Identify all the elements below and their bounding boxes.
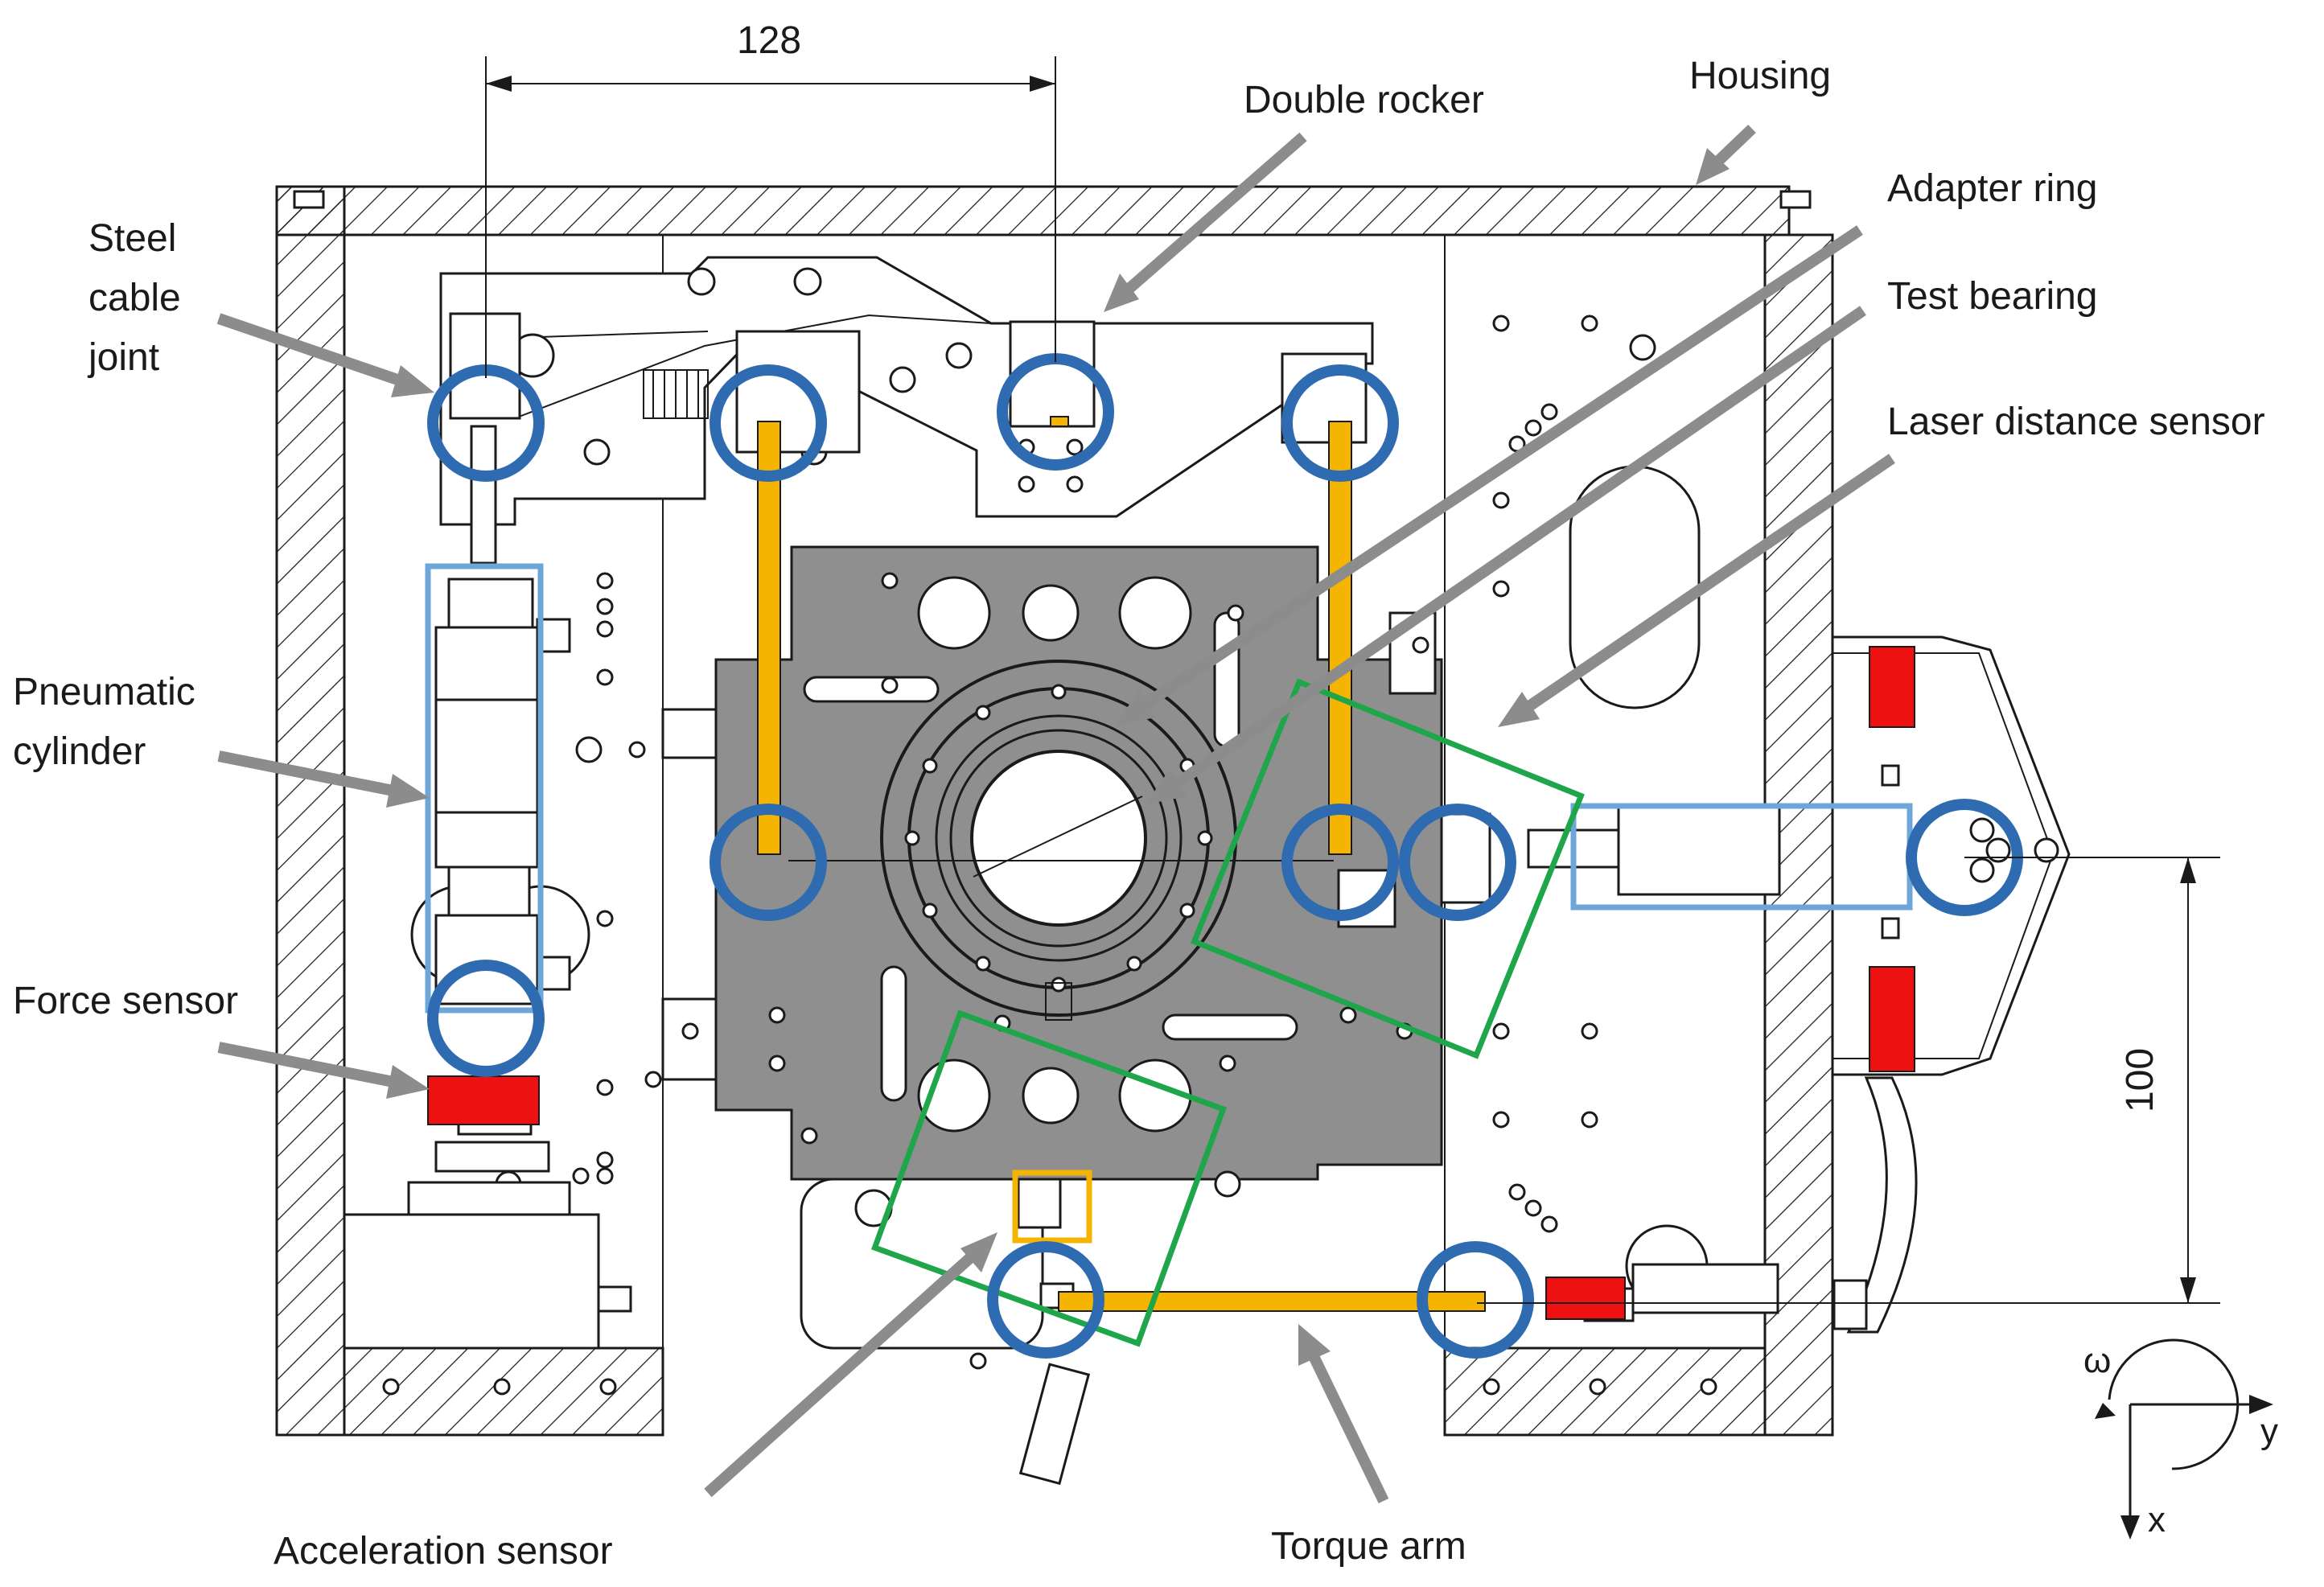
- y-axis-label: y: [2260, 1412, 2278, 1451]
- pneumatic-cylinder-label-line2: cylinder: [13, 730, 146, 773]
- joints: [427, 353, 2023, 1359]
- housing-label: Housing: [1689, 55, 1831, 97]
- adapter-ring-label: Adapter ring: [1887, 167, 2098, 210]
- dimension-128: 128: [485, 19, 1056, 378]
- test-bearing-label: Test bearing: [1887, 275, 2098, 318]
- housing-frame: [275, 185, 1834, 1437]
- laser-distance-sensor-label: Laser distance sensor: [1887, 401, 2265, 443]
- dimension-128-label: 128: [737, 19, 801, 62]
- double-rocker-label: Double rocker: [1244, 79, 1484, 121]
- dimension-100: 100: [1477, 857, 2220, 1304]
- pneumatic-cylinder-box: [425, 563, 544, 1013]
- steel-cable-joint-label-line2: cable: [88, 277, 181, 319]
- labels: Double rocker Housing Adapter ring Test …: [13, 55, 2265, 1573]
- coordinate-axes: ω y x: [2083, 1338, 2278, 1540]
- dimension-100-label: 100: [2119, 1048, 2162, 1112]
- force-sensor-label: Force sensor: [13, 980, 238, 1022]
- torque-arm-label: Torque arm: [1271, 1525, 1466, 1568]
- lower-parts: [800, 1170, 1241, 1486]
- joint-marker: [1281, 804, 1399, 921]
- callout-arrows: [216, 124, 1895, 1504]
- pneumatic-cylinder: [343, 425, 632, 1350]
- joint-marker: [427, 960, 545, 1077]
- laser-field-box: [1191, 678, 1585, 1059]
- steel-cable-joint-label-line1: Steel: [88, 217, 176, 260]
- pneumatic-cylinder-label-line1: Pneumatic: [13, 671, 195, 713]
- joint-marker: [1281, 364, 1399, 482]
- joint-marker: [987, 1241, 1104, 1359]
- adapter-ring-and-test-bearing: [880, 660, 1237, 1021]
- highlights: [425, 563, 1913, 1347]
- force-sensors: [427, 646, 1915, 1320]
- joint-marker: [710, 804, 827, 921]
- x-axis-label: x: [2148, 1500, 2166, 1540]
- acceleration-field-box: [870, 1009, 1228, 1347]
- steel-cable-joint-label-line3: joint: [87, 336, 159, 379]
- acceleration-sensor-label: Acceleration sensor: [274, 1530, 613, 1573]
- double-rocker: [439, 256, 1374, 526]
- right-assembly: [1440, 635, 2071, 1334]
- coupling-rods: [757, 416, 1486, 1312]
- joint-marker: [710, 364, 827, 482]
- acceleration-sensor-box: [1012, 1170, 1092, 1244]
- joint-marker: [1417, 1241, 1534, 1359]
- joint-marker: [1399, 804, 1516, 921]
- omega-label: ω: [2083, 1341, 2111, 1380]
